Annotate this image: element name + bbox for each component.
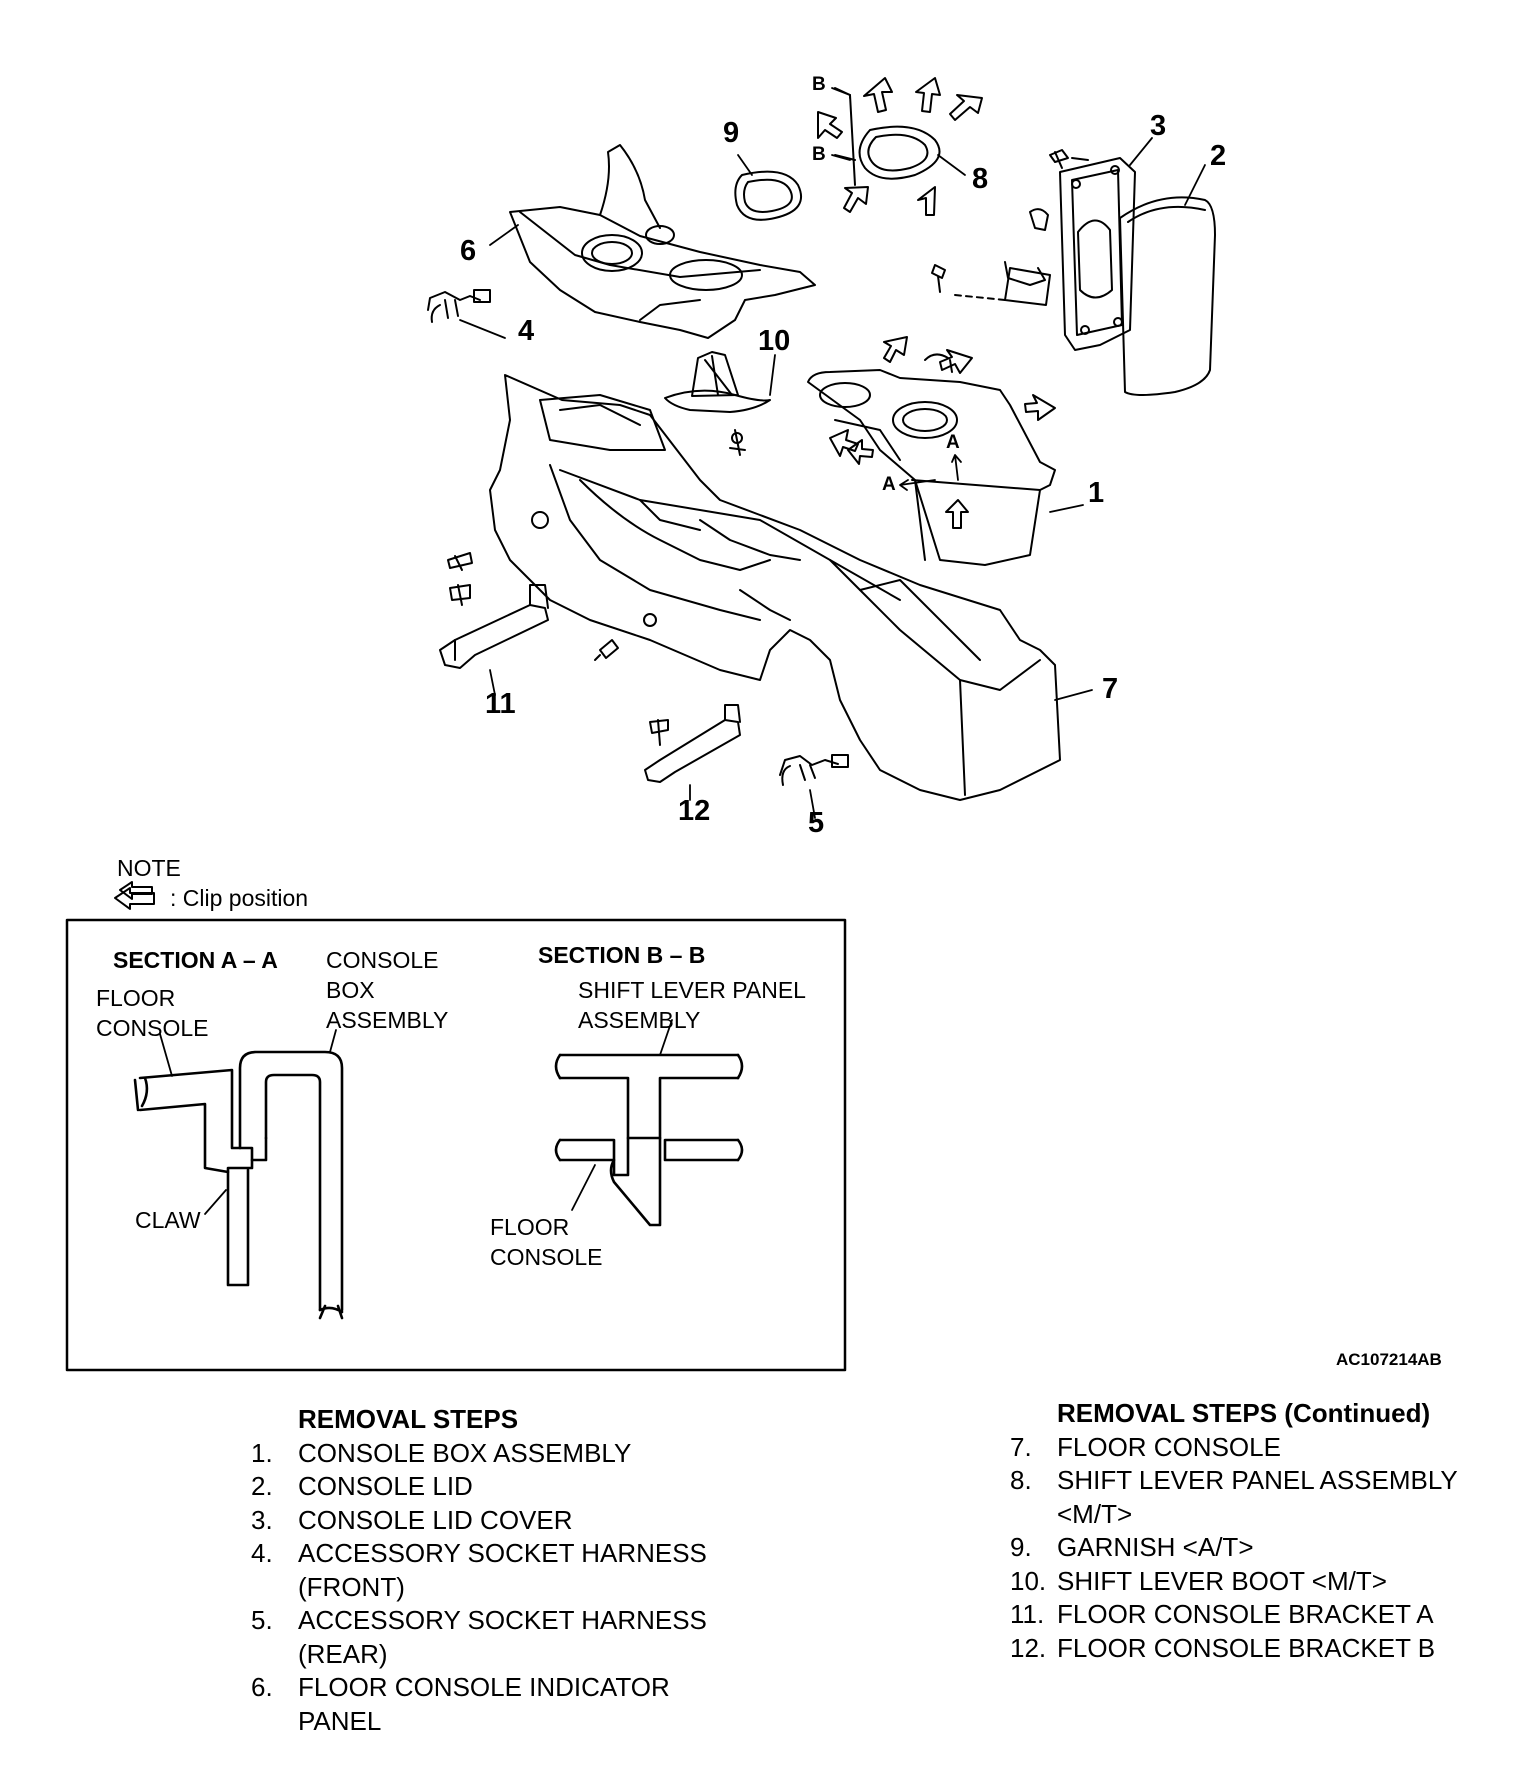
- callout-10: 10: [758, 325, 790, 357]
- label-console-box-1: CONSOLE: [326, 947, 438, 973]
- label-claw: CLAW: [135, 1207, 201, 1233]
- label-floor-console-aa-2: CONSOLE: [96, 1015, 208, 1041]
- removal-step-number: 2.: [251, 1471, 273, 1501]
- removal-step-text: SHIFT LEVER PANEL ASSEMBLY <M/T>: [1057, 1465, 1458, 1529]
- removal-step-number: 7.: [1010, 1431, 1032, 1462]
- callout-9: 9: [723, 117, 739, 149]
- callout-1: 1: [1088, 477, 1104, 509]
- removal-step-text: ACCESSORY SOCKET HARNESS (REAR): [298, 1605, 707, 1669]
- removal-step-number: 5.: [251, 1605, 273, 1635]
- callout-5: 5: [808, 807, 824, 839]
- removal-step-number: 8.: [1010, 1465, 1032, 1495]
- marker-b-2: B: [812, 144, 826, 165]
- part-harness-front: [427, 289, 491, 323]
- removal-steps-left: REMOVAL STEPS 1. CONSOLE BOX ASSEMBLY 2. CO…: [251, 1403, 707, 1738]
- part-screw: [594, 639, 619, 661]
- removal-step-number: 6.: [251, 1672, 273, 1702]
- removal-step: 1. CONSOLE BOX ASSEMBLY: [251, 1437, 707, 1471]
- figure-code: AC107214AB: [1336, 1350, 1442, 1369]
- label-floor-console-bb-2: CONSOLE: [490, 1244, 602, 1270]
- removal-step-number: 9.: [1010, 1532, 1032, 1562]
- removal-step: 5. ACCESSORY SOCKET HARNESS (REAR): [251, 1604, 707, 1671]
- removal-steps-left-list: 1. CONSOLE BOX ASSEMBLY 2. CONSOLE LID 3. CON…: [251, 1437, 707, 1739]
- part-shift-boot: [664, 351, 771, 456]
- removal-step-number: 10.: [1010, 1565, 1047, 1596]
- part-floor-console: [489, 374, 1061, 801]
- label-console-box-2: BOX: [326, 977, 375, 1003]
- removal-step: 11. FLOOR CONSOLE BRACKET A: [1010, 1598, 1458, 1632]
- clip-legend-arrow-icon: [114, 887, 155, 910]
- callout-3: 3: [1150, 110, 1166, 142]
- label-floor-console-aa-1: FLOOR: [96, 985, 175, 1011]
- clip-arrows: [119, 77, 1056, 900]
- callout-8: 8: [972, 163, 988, 195]
- callout-4: 4: [518, 315, 534, 347]
- removal-step-text: CONSOLE BOX ASSEMBLY: [298, 1437, 632, 1468]
- removal-step-text: FLOOR CONSOLE: [1057, 1431, 1281, 1462]
- removal-step: 8. SHIFT LEVER PANEL ASSEMBLY <M/T>: [1010, 1464, 1458, 1531]
- callout-numbers: 1 2 3 4 5 6 7 8 9 10 11 12 A A B B: [460, 74, 1226, 839]
- section-aa-drawing: [133, 1050, 344, 1320]
- note-legend-text: : Clip position: [170, 885, 309, 911]
- marker-a-1: A: [946, 432, 960, 453]
- callout-11: 11: [485, 688, 516, 720]
- part-garnish: [734, 170, 803, 221]
- removal-step: 12. FLOOR CONSOLE BRACKET B: [1010, 1632, 1458, 1666]
- section-aa-title: SECTION A – A: [113, 947, 278, 973]
- removal-step: 2. CONSOLE LID: [251, 1470, 707, 1504]
- removal-step-text: CONSOLE LID COVER: [298, 1504, 573, 1535]
- section-marker-lines: [831, 87, 962, 491]
- removal-step-text: ACCESSORY SOCKET HARNESS (FRONT): [298, 1538, 707, 1602]
- label-console-box-3: ASSEMBLY: [326, 1007, 448, 1033]
- section-bb-drawing: [554, 1053, 744, 1227]
- removal-step-number: 4.: [251, 1538, 273, 1568]
- removal-steps-right: REMOVAL STEPS (Continued) 7. FLOOR CONSOL…: [1010, 1397, 1458, 1665]
- section-bb-title: SECTION B – B: [538, 942, 705, 968]
- part-bracket-a: [439, 552, 549, 669]
- label-shift-panel-2: ASSEMBLY: [578, 1007, 700, 1033]
- removal-step-text: FLOOR CONSOLE BRACKET B: [1057, 1632, 1436, 1663]
- label-shift-panel-1: SHIFT LEVER PANEL: [578, 977, 806, 1003]
- leader-lines: [459, 137, 1206, 819]
- removal-step: 10. SHIFT LEVER BOOT <M/T>: [1010, 1565, 1458, 1599]
- removal-steps-title: REMOVAL STEPS: [298, 1404, 519, 1434]
- section-labels: SECTION A – A CONSOLE BOX ASSEMBLY FLOOR…: [96, 942, 806, 1270]
- removal-step: 7. FLOOR CONSOLE: [1010, 1431, 1458, 1465]
- callout-2: 2: [1210, 140, 1226, 172]
- part-console-lid: [1119, 196, 1216, 396]
- marker-b-1: B: [812, 74, 826, 95]
- removal-step-text: GARNISH <A/T>: [1057, 1532, 1254, 1562]
- callout-12: 12: [678, 795, 710, 827]
- removal-step-number: 1.: [251, 1437, 273, 1468]
- label-floor-console-bb-1: FLOOR: [490, 1214, 569, 1240]
- removal-steps-continued-title: REMOVAL STEPS (Continued): [1057, 1398, 1431, 1428]
- part-console-box: [807, 353, 1056, 566]
- part-bracket-b: [644, 704, 741, 783]
- callout-6: 6: [460, 235, 476, 267]
- removal-step-number: 3.: [251, 1504, 273, 1535]
- section-aa-leaders: [159, 1029, 337, 1215]
- part-lid-cover: [1059, 157, 1136, 351]
- removal-step: 9. GARNISH <A/T>: [1010, 1531, 1458, 1565]
- marker-a-2: A: [882, 474, 896, 495]
- removal-step: 3. CONSOLE LID COVER: [251, 1504, 707, 1538]
- removal-steps-right-list: 7. FLOOR CONSOLE 8. SHIFT LEVER PANEL ASSEM…: [1010, 1431, 1458, 1666]
- part-indicator-panel: [509, 144, 816, 339]
- removal-step-text: SHIFT LEVER BOOT <M/T>: [1057, 1565, 1387, 1596]
- part-harness-rear: [779, 754, 849, 786]
- section-box: [65, 918, 847, 1372]
- removal-step-text: CONSOLE LID: [298, 1471, 473, 1501]
- section-bb-leaders: [571, 1019, 673, 1211]
- removal-step-text: FLOOR CONSOLE INDICATOR PANEL: [298, 1672, 670, 1736]
- removal-step: 4. ACCESSORY SOCKET HARNESS (FRONT): [251, 1537, 707, 1604]
- callout-7: 7: [1102, 673, 1118, 705]
- removal-step-number: 11.: [1010, 1599, 1045, 1629]
- part-hinge-screws: [931, 149, 1089, 306]
- removal-step-number: 12.: [1010, 1632, 1047, 1663]
- note-title: NOTE: [117, 855, 181, 881]
- removal-step-text: FLOOR CONSOLE BRACKET A: [1057, 1599, 1434, 1629]
- removal-step: 6. FLOOR CONSOLE INDICATOR PANEL: [251, 1671, 707, 1738]
